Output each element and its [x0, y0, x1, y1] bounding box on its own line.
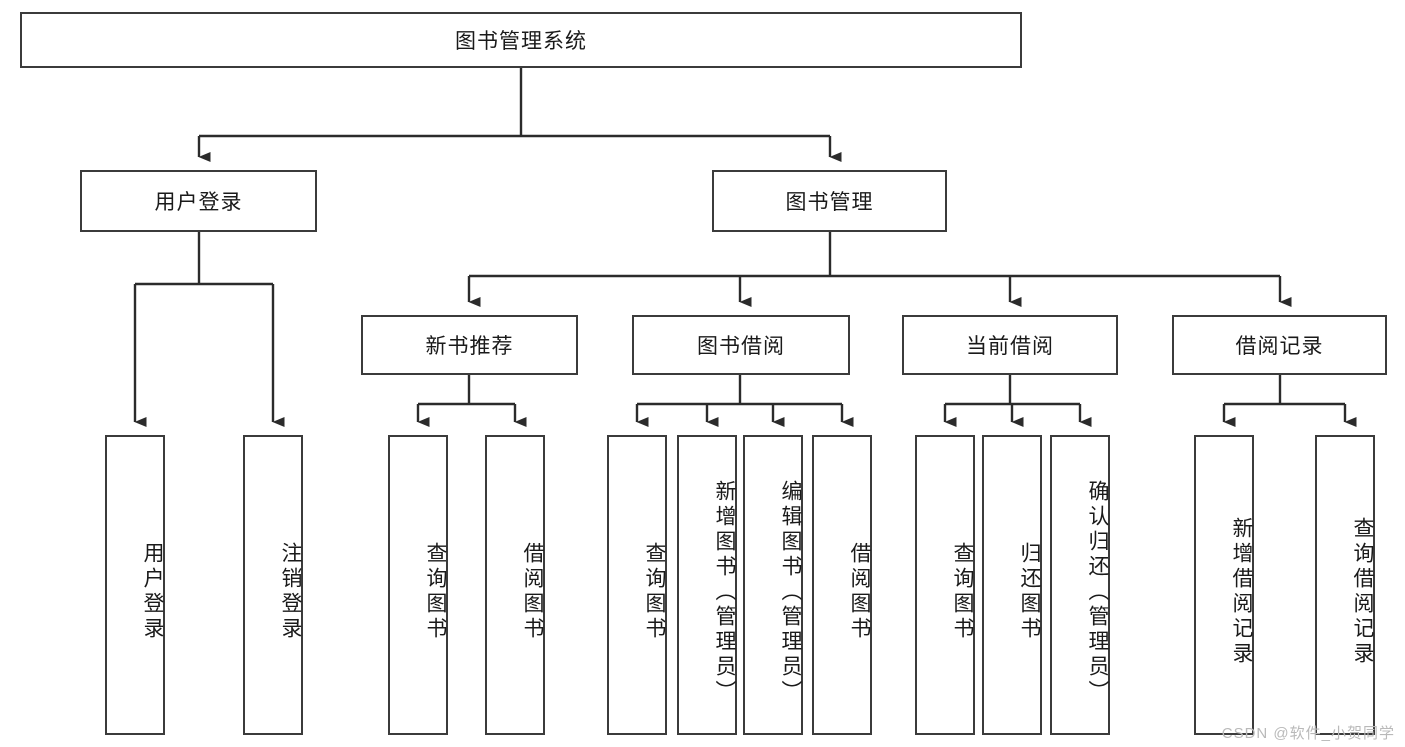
node-user-login[interactable]: 用户登录	[80, 170, 317, 232]
watermark-text: CSDN @软件_小贺同学	[1221, 725, 1395, 742]
leaf-recommend-borrow-book[interactable]: 借阅图书	[485, 435, 545, 735]
leaf-recommend-query-book[interactable]: 查询图书	[388, 435, 448, 735]
node-borrow-record[interactable]: 借阅记录	[1172, 315, 1387, 375]
leaf-record-add-record[interactable]: 新增借阅记录	[1194, 435, 1254, 735]
node-current-borrow[interactable]: 当前借阅	[902, 315, 1118, 375]
leaf-current-query-book[interactable]: 查询图书	[915, 435, 975, 735]
leaf-borrow-borrow-book[interactable]: 借阅图书	[812, 435, 872, 735]
leaf-borrow-query-book[interactable]: 查询图书	[607, 435, 667, 735]
leaf-borrow-edit-book[interactable]: 编辑图书（管理员）	[743, 435, 803, 735]
node-book-management[interactable]: 图书管理	[712, 170, 947, 232]
leaf-borrow-add-book[interactable]: 新增图书（管理员）	[677, 435, 737, 735]
leaf-user-login-login[interactable]: 用户登录	[105, 435, 165, 735]
leaf-user-login-logout[interactable]: 注销登录	[243, 435, 303, 735]
leaf-current-confirm-return[interactable]: 确认归还（管理员）	[1050, 435, 1110, 735]
leaf-record-query-record[interactable]: 查询借阅记录	[1315, 435, 1375, 735]
node-root-system[interactable]: 图书管理系统	[20, 12, 1022, 68]
node-book-borrow[interactable]: 图书借阅	[632, 315, 850, 375]
leaf-current-return-book[interactable]: 归还图书	[982, 435, 1042, 735]
node-new-book-recommend[interactable]: 新书推荐	[361, 315, 578, 375]
